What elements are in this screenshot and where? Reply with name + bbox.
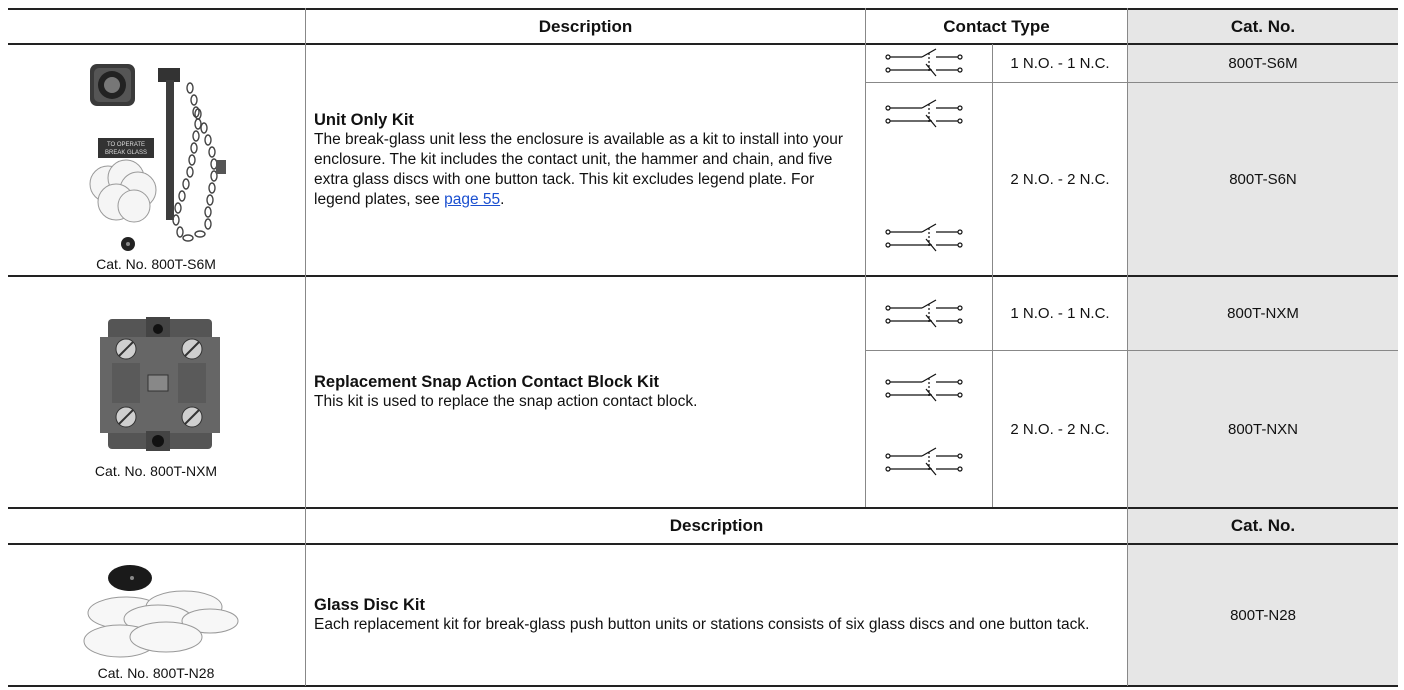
section-divider — [8, 275, 1398, 277]
unit-kit-text-body: The break-glass unit less the enclosure … — [314, 130, 843, 208]
break-glass-unit-image: TO OPERATE BREAK GLASS — [89, 64, 226, 251]
contact-type-value: 2 N.O. - 2 N.C. — [1010, 170, 1110, 188]
col-divider — [865, 8, 866, 507]
contact-block-image — [100, 317, 220, 451]
cat-no-value: 800T-NXM — [1227, 305, 1299, 322]
unit-kit-description: Unit Only Kit The break-glass unit less … — [306, 44, 865, 275]
cat-no-value: 800T-N28 — [1230, 606, 1296, 624]
contact-symbol-cell — [866, 44, 992, 82]
unit-kit-text: The break-glass unit less the enclosure … — [314, 130, 857, 210]
header2-description: Description — [669, 516, 764, 535]
col-divider — [1127, 8, 1128, 686]
glass-kit-description: Glass Disc Kit Each replacement kit for … — [306, 545, 1127, 685]
glass-kit-image-cell: Cat. No. 800T-N28 — [8, 545, 305, 685]
contact-type-value: 1 N.O. - 1 N.C. — [1010, 305, 1110, 322]
page-55-link[interactable]: page 55 — [444, 190, 501, 208]
table-top-border — [8, 8, 1398, 10]
no-nc-contact-symbol-icon — [885, 447, 963, 476]
header-cat-no: Cat. No. — [1230, 16, 1296, 36]
glass-kit-caption: Cat. No. 800T-N28 — [97, 665, 215, 681]
contact-block-description: Replacement Snap Action Contact Block Ki… — [306, 277, 865, 507]
header-contact-type: Contact Type — [943, 16, 1050, 36]
no-nc-contact-symbol-icon — [885, 48, 963, 77]
unit-kit-title: Unit Only Kit — [314, 110, 414, 129]
row-divider — [865, 82, 1398, 83]
cat-no-value: 800T-S6N — [1229, 170, 1297, 188]
contact-symbol-cell — [866, 83, 992, 275]
no-nc-contact-symbol-icon — [885, 223, 963, 252]
col-divider — [305, 8, 306, 686]
cat-no-value: 800T-S6M — [1228, 54, 1298, 72]
section-divider — [8, 507, 1398, 509]
header2-cat-no: Cat. No. — [1230, 516, 1296, 535]
glass-kit-text: Each replacement kit for break-glass pus… — [314, 616, 1090, 633]
no-nc-contact-symbol-icon — [885, 99, 963, 128]
catalog-table: Description Contact Type Cat. No. — [8, 8, 1398, 687]
no-nc-contact-symbol-icon — [885, 299, 963, 328]
contact-block-image-cell: Cat. No. 800T-NXM — [8, 277, 305, 507]
cat-header-bg — [1127, 8, 1398, 44]
header-description: Description — [538, 16, 633, 36]
contact-block-caption: Cat. No. 800T-NXM — [94, 463, 218, 479]
contact-block-title: Replacement Snap Action Contact Block Ki… — [314, 373, 660, 391]
glass-kit-title: Glass Disc Kit — [314, 596, 425, 614]
unit-kit-caption: Cat. No. 800T-S6M — [96, 256, 216, 272]
cat-column-bg-2 — [1127, 507, 1398, 686]
unit-kit-image-cell: TO OPERATE BREAK GLASS Cat. No. 800T-S6M — [8, 44, 305, 275]
legend-plate-line1: TO OPERATE — [107, 142, 145, 148]
legend-plate-line2: BREAK GLASS — [105, 150, 147, 156]
glass-disc-image — [83, 565, 239, 658]
contact-block-text: This kit is used to replace the snap act… — [314, 393, 698, 410]
contact-type-value: 1 N.O. - 1 N.C. — [1010, 54, 1110, 72]
no-nc-contact-symbol-icon — [885, 373, 963, 402]
header2-bottom-border — [8, 543, 1398, 545]
contact-symbol-cell — [866, 351, 992, 507]
table-bottom-border — [8, 685, 1398, 687]
contact-symbol-cell — [866, 277, 992, 350]
cat-no-value: 800T-NXN — [1227, 420, 1299, 438]
unit-kit-text-end: . — [500, 190, 505, 208]
header-bottom-border — [8, 43, 1398, 45]
row-divider — [865, 350, 1398, 351]
col-divider — [992, 44, 993, 507]
contact-type-value: 2 N.O. - 2 N.C. — [1010, 420, 1110, 438]
